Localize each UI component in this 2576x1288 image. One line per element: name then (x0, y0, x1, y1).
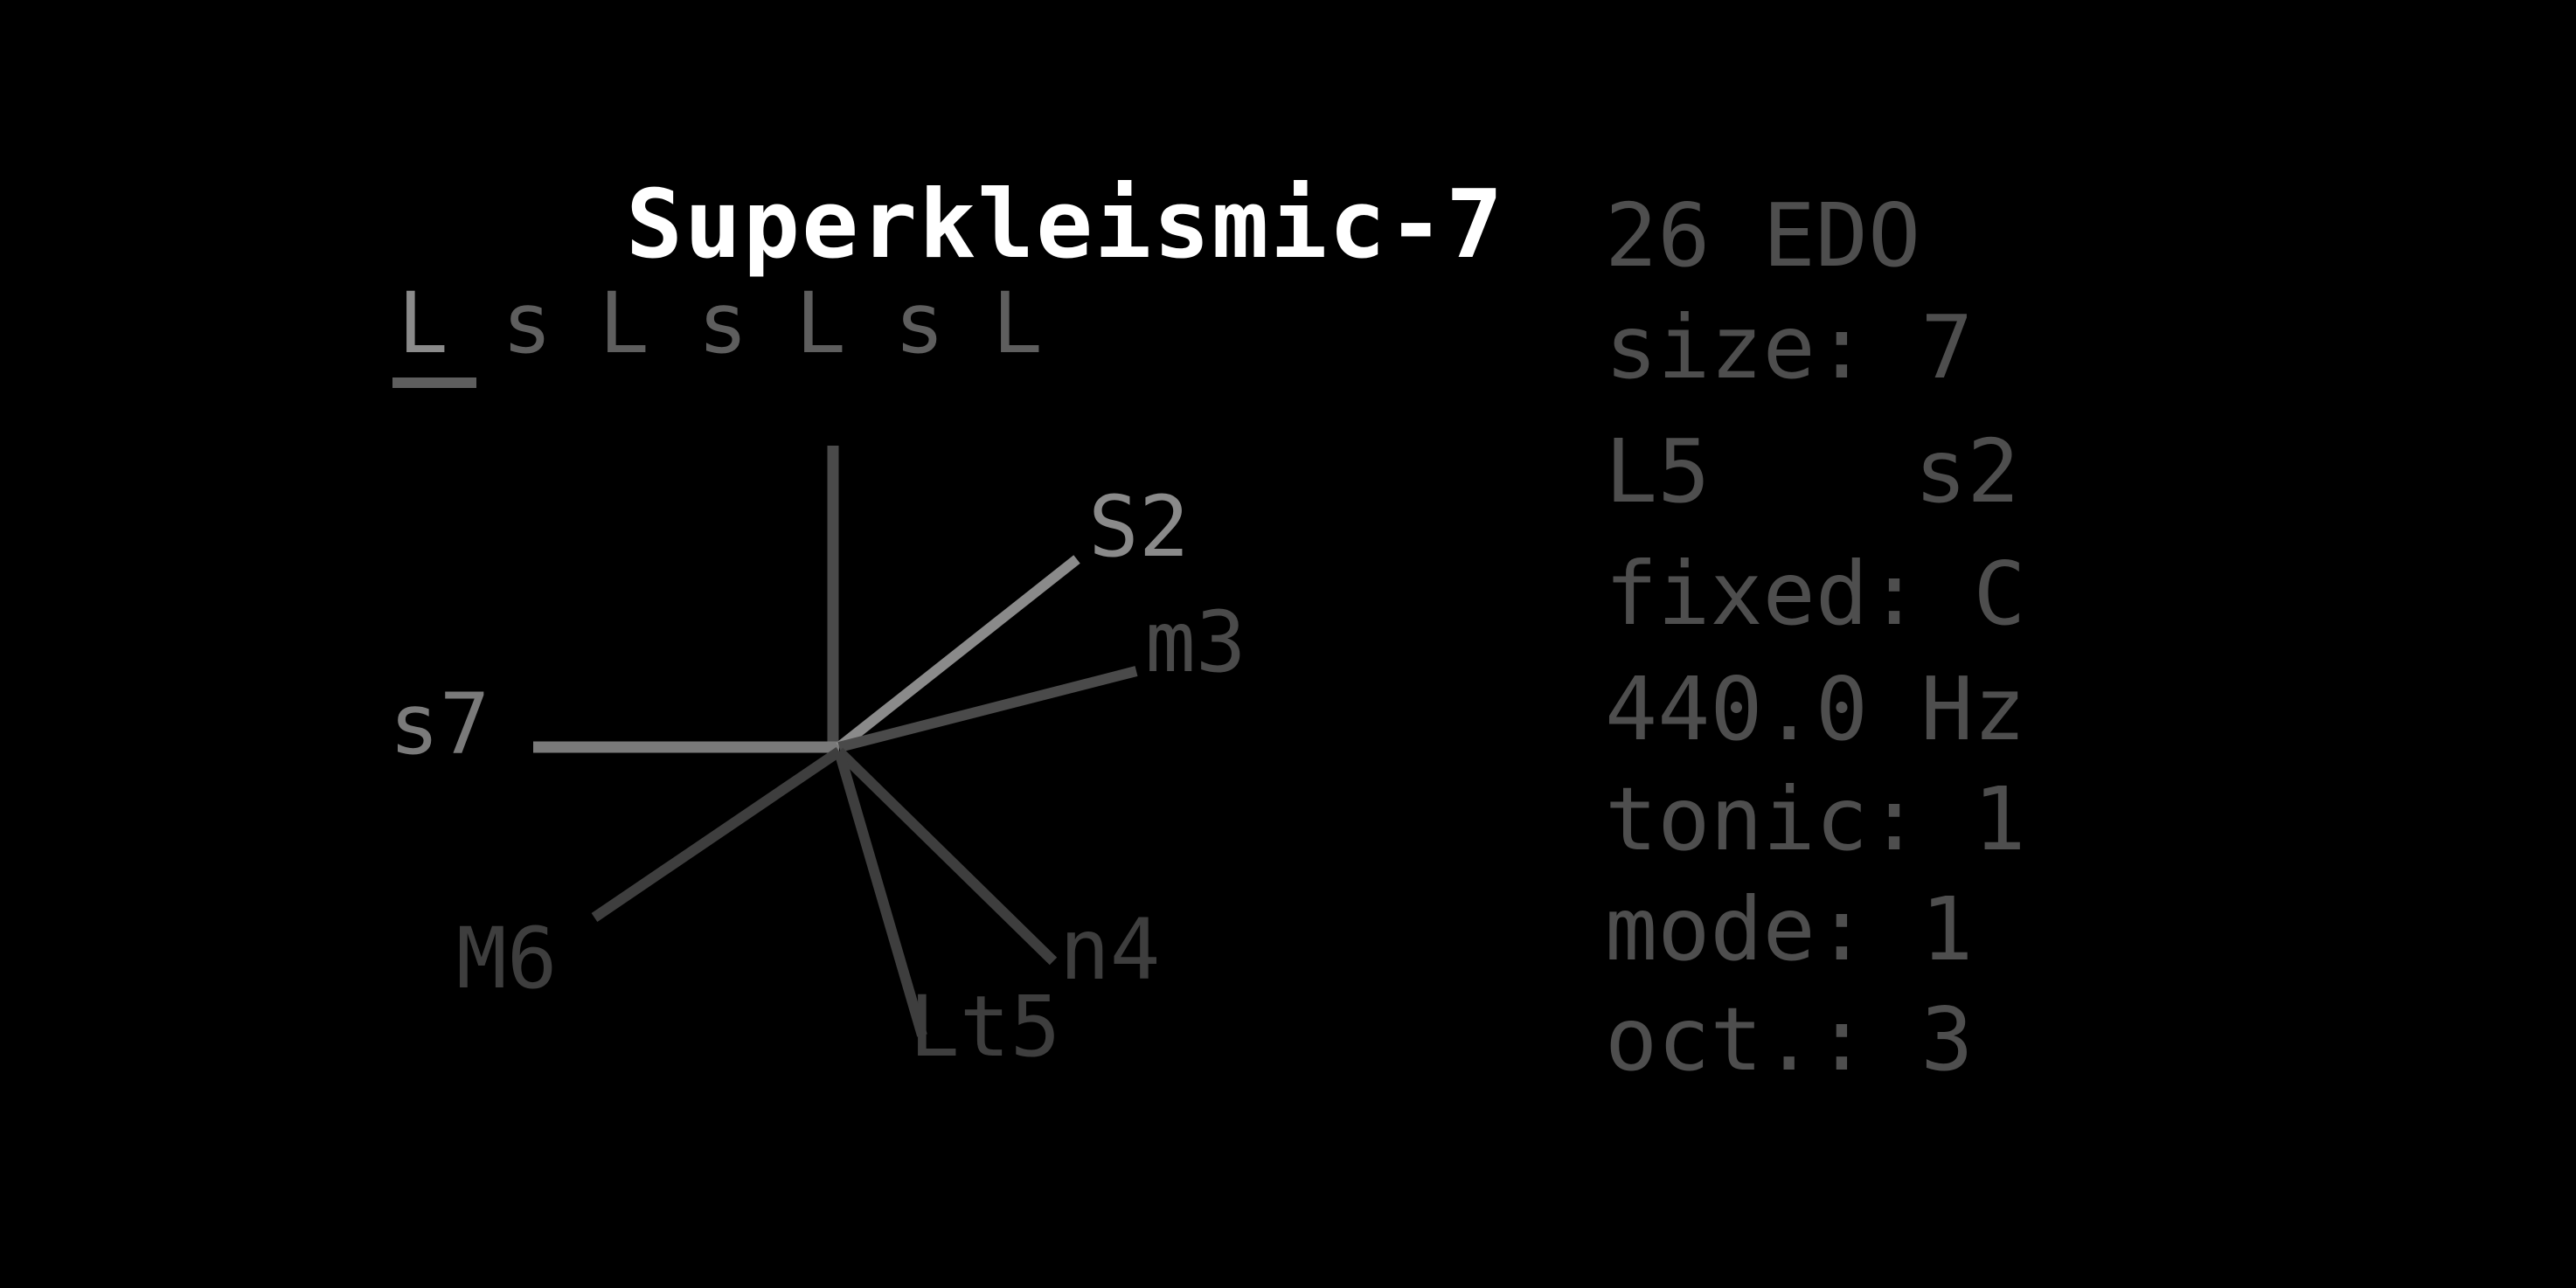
fixed-note-field[interactable]: fixed: C (1605, 543, 2026, 645)
tonic-field[interactable]: tonic: 1 (1605, 768, 2026, 870)
frequency-field[interactable]: 440.0 Hz (1605, 658, 2026, 760)
lattice-axis-lt5 (834, 750, 927, 1037)
lattice-label-m6: M6 (456, 910, 558, 1008)
size-info: size: 7 (1605, 296, 1974, 398)
step-5[interactable]: L (795, 274, 846, 372)
lattice-label-lt5: Lt5 (909, 978, 1060, 1076)
lattice-label-s7: s7 (389, 675, 490, 773)
lattice-axis-n4 (835, 747, 1058, 966)
step-6[interactable]: s (894, 274, 945, 372)
step-3[interactable]: L (599, 274, 649, 372)
lattice-label-s2: S2 (1088, 478, 1190, 576)
edo-info: 26 EDO (1605, 184, 1921, 287)
lattice-axis-s2 (836, 555, 1080, 751)
step-4[interactable]: s (698, 274, 748, 372)
step-2[interactable]: s (502, 274, 552, 372)
step-1[interactable]: L (398, 274, 448, 372)
lattice-axis-m3 (837, 666, 1138, 752)
selected-step-cursor (392, 377, 476, 388)
lattice-axis-m6 (591, 747, 843, 922)
mode-field[interactable]: mode: 1 (1605, 878, 1974, 980)
large-step-info: L5 (1605, 420, 1711, 523)
lattice-label-n4: n4 (1059, 901, 1161, 999)
step-7[interactable]: L (992, 274, 1043, 372)
small-step-info: s2 (1914, 420, 2020, 523)
scale-title: Superkleismic-7 (626, 170, 1505, 280)
lattice-label-m3: m3 (1145, 593, 1246, 691)
octave-field[interactable]: oct.: 3 (1605, 988, 1974, 1091)
